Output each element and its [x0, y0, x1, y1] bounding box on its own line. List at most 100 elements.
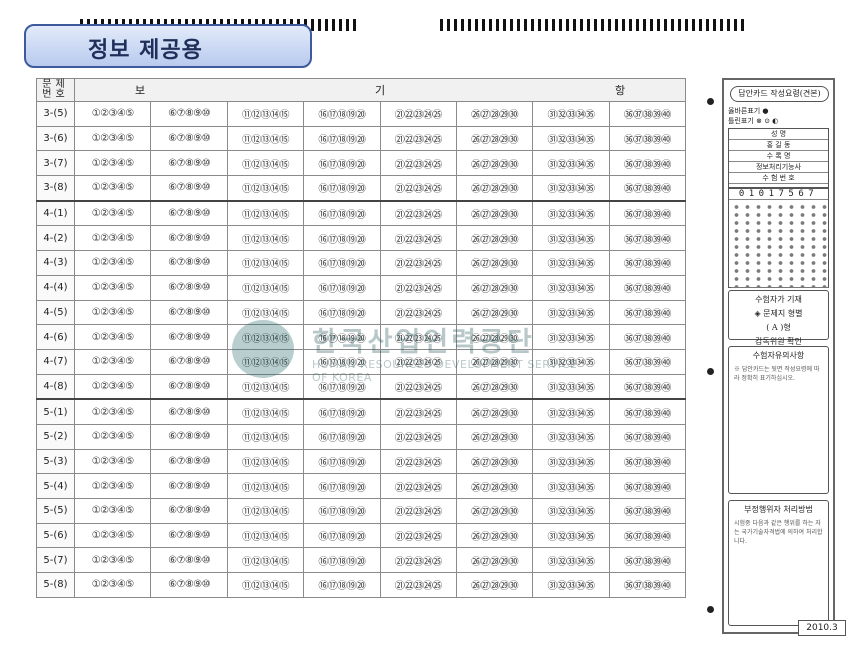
choice-bubbles[interactable]: ㉑㉒㉓㉔㉕ [379, 199, 457, 227]
choice-bubbles[interactable]: ⑯⑰⑱⑲⑳ [303, 547, 381, 574]
choice-bubbles[interactable]: ㉖㉗㉘㉙㉚ [455, 572, 534, 598]
choice-bubbles[interactable]: ㉑㉒㉓㉔㉕ [379, 299, 457, 326]
choice-bubbles[interactable]: ㊱㊲㊳㊴㊵ [608, 299, 687, 326]
choice-bubbles[interactable]: ㉖㉗㉘㉙㉚ [455, 199, 534, 227]
choice-bubbles[interactable]: ⑥⑦⑧⑨⑩ [150, 150, 228, 177]
choice-bubbles[interactable]: ㉑㉒㉓㉔㉕ [379, 250, 457, 276]
choice-bubbles[interactable]: ㉑㉒㉓㉔㉕ [379, 498, 457, 524]
choice-bubbles[interactable]: ①②③④⑤ [73, 101, 152, 127]
choice-bubbles[interactable]: ⑥⑦⑧⑨⑩ [150, 522, 228, 549]
choice-bubbles[interactable]: ①②③④⑤ [73, 522, 152, 549]
choice-bubbles[interactable]: ⑪⑫⑬⑭⑮ [226, 150, 305, 177]
choice-bubbles[interactable]: ⑥⑦⑧⑨⑩ [150, 423, 228, 450]
choice-bubbles[interactable]: ㉛㉜㉝㉞㉟ [532, 498, 610, 524]
choice-bubbles[interactable]: ①②③④⑤ [73, 199, 152, 227]
choice-bubbles[interactable]: ⑥⑦⑧⑨⑩ [150, 324, 228, 350]
choice-bubbles[interactable]: ㉑㉒㉓㉔㉕ [379, 373, 457, 400]
choice-bubbles[interactable]: ㉖㉗㉘㉙㉚ [455, 373, 534, 400]
choice-bubbles[interactable]: ⑥⑦⑧⑨⑩ [150, 498, 228, 524]
choice-bubbles[interactable]: ⑥⑦⑧⑨⑩ [150, 225, 228, 252]
choice-bubbles[interactable]: ㉖㉗㉘㉙㉚ [455, 299, 534, 326]
choice-bubbles[interactable]: ㊱㊲㊳㊴㊵ [608, 150, 687, 177]
choice-bubbles[interactable]: ㉖㉗㉘㉙㉚ [455, 473, 534, 499]
choice-bubbles[interactable]: ㉛㉜㉝㉞㉟ [532, 547, 610, 574]
choice-bubbles[interactable]: ㉑㉒㉓㉔㉕ [379, 398, 457, 425]
choice-bubbles[interactable]: ㊱㊲㊳㊴㊵ [608, 498, 687, 524]
choice-bubbles[interactable]: ①②③④⑤ [73, 125, 152, 152]
choice-bubbles[interactable]: ⑪⑫⑬⑭⑮ [226, 250, 305, 276]
choice-bubbles[interactable]: ㉖㉗㉘㉙㉚ [455, 250, 534, 276]
choice-bubbles[interactable]: ㉛㉜㉝㉞㉟ [532, 199, 610, 227]
choice-bubbles[interactable]: ⑥⑦⑧⑨⑩ [150, 348, 228, 375]
choice-bubbles[interactable]: ①②③④⑤ [73, 250, 152, 276]
choice-bubbles[interactable]: ㉛㉜㉝㉞㉟ [532, 101, 610, 127]
choice-bubbles[interactable]: ㊱㊲㊳㊴㊵ [608, 423, 687, 450]
choice-bubbles[interactable]: ⑯⑰⑱⑲⑳ [303, 150, 381, 177]
choice-bubbles[interactable]: ⑥⑦⑧⑨⑩ [150, 101, 228, 127]
choice-bubbles[interactable]: ⑪⑫⑬⑭⑮ [226, 473, 305, 499]
choice-bubbles[interactable]: ⑪⑫⑬⑭⑮ [226, 423, 305, 450]
choice-bubbles[interactable]: ㉖㉗㉘㉙㉚ [455, 101, 534, 127]
choice-bubbles[interactable]: ⑯⑰⑱⑲⑳ [303, 448, 381, 475]
choice-bubbles[interactable]: ㊱㊲㊳㊴㊵ [608, 274, 687, 301]
choice-bubbles[interactable]: ㉑㉒㉓㉔㉕ [379, 348, 457, 375]
choice-bubbles[interactable]: ⑪⑫⑬⑭⑮ [226, 398, 305, 425]
choice-bubbles[interactable]: ⑪⑫⑬⑭⑮ [226, 498, 305, 524]
choice-bubbles[interactable]: ㉛㉜㉝㉞㉟ [532, 373, 610, 400]
choice-bubbles[interactable]: ㉑㉒㉓㉔㉕ [379, 125, 457, 152]
choice-bubbles[interactable]: ㊱㊲㊳㊴㊵ [608, 199, 687, 227]
choice-bubbles[interactable]: ㉛㉜㉝㉞㉟ [532, 150, 610, 177]
choice-bubbles[interactable]: ㉖㉗㉘㉙㉚ [455, 125, 534, 152]
choice-bubbles[interactable]: ㉛㉜㉝㉞㉟ [532, 225, 610, 252]
choice-bubbles[interactable]: ⑥⑦⑧⑨⑩ [150, 199, 228, 227]
choice-bubbles[interactable]: ㉖㉗㉘㉙㉚ [455, 423, 534, 450]
choice-bubbles[interactable]: ①②③④⑤ [73, 348, 152, 375]
choice-bubbles[interactable]: ㉑㉒㉓㉔㉕ [379, 175, 457, 202]
choice-bubbles[interactable]: ⑯⑰⑱⑲⑳ [303, 101, 381, 127]
choice-bubbles[interactable]: ⑪⑫⑬⑭⑮ [226, 225, 305, 252]
choice-bubbles[interactable]: ⑯⑰⑱⑲⑳ [303, 373, 381, 400]
choice-bubbles[interactable]: ①②③④⑤ [73, 448, 152, 475]
choice-bubbles[interactable]: ①②③④⑤ [73, 572, 152, 598]
choice-bubbles[interactable]: ㉛㉜㉝㉞㉟ [532, 125, 610, 152]
choice-bubbles[interactable]: ㉛㉜㉝㉞㉟ [532, 448, 610, 475]
choice-bubbles[interactable]: ⑪⑫⑬⑭⑮ [226, 299, 305, 326]
choice-bubbles[interactable]: ⑪⑫⑬⑭⑮ [226, 522, 305, 549]
choice-bubbles[interactable]: ⑥⑦⑧⑨⑩ [150, 175, 228, 202]
choice-bubbles[interactable]: ㉛㉜㉝㉞㉟ [532, 250, 610, 276]
choice-bubbles[interactable]: ㉖㉗㉘㉙㉚ [455, 274, 534, 301]
choice-bubbles[interactable]: ㉑㉒㉓㉔㉕ [379, 101, 457, 127]
choice-bubbles[interactable]: ⑯⑰⑱⑲⑳ [303, 572, 381, 598]
choice-bubbles[interactable]: ①②③④⑤ [73, 299, 152, 326]
choice-bubbles[interactable]: ㉛㉜㉝㉞㉟ [532, 423, 610, 450]
choice-bubbles[interactable]: ⑥⑦⑧⑨⑩ [150, 448, 228, 475]
choice-bubbles[interactable]: ⑯⑰⑱⑲⑳ [303, 299, 381, 326]
choice-bubbles[interactable]: ㉑㉒㉓㉔㉕ [379, 448, 457, 475]
choice-bubbles[interactable]: ㊱㊲㊳㊴㊵ [608, 225, 687, 252]
choice-bubbles[interactable]: ⑥⑦⑧⑨⑩ [150, 125, 228, 152]
choice-bubbles[interactable]: ⑥⑦⑧⑨⑩ [150, 274, 228, 301]
choice-bubbles[interactable]: ⑪⑫⑬⑭⑮ [226, 547, 305, 574]
choice-bubbles[interactable]: ①②③④⑤ [73, 150, 152, 177]
choice-bubbles[interactable]: ㉛㉜㉝㉞㉟ [532, 522, 610, 549]
choice-bubbles[interactable]: ⑯⑰⑱⑲⑳ [303, 498, 381, 524]
choice-bubbles[interactable]: ⑯⑰⑱⑲⑳ [303, 250, 381, 276]
choice-bubbles[interactable]: ㊱㊲㊳㊴㊵ [608, 373, 687, 400]
choice-bubbles[interactable]: ①②③④⑤ [73, 225, 152, 252]
choice-bubbles[interactable]: ⑥⑦⑧⑨⑩ [150, 547, 228, 574]
choice-bubbles[interactable]: ㉖㉗㉘㉙㉚ [455, 324, 534, 350]
choice-bubbles[interactable]: ㊱㊲㊳㊴㊵ [608, 448, 687, 475]
choice-bubbles[interactable]: ⑪⑫⑬⑭⑮ [226, 175, 305, 202]
choice-bubbles[interactable]: ⑪⑫⑬⑭⑮ [226, 572, 305, 598]
choice-bubbles[interactable]: ㉑㉒㉓㉔㉕ [379, 547, 457, 574]
choice-bubbles[interactable]: ㉛㉜㉝㉞㉟ [532, 398, 610, 425]
choice-bubbles[interactable]: ⑥⑦⑧⑨⑩ [150, 299, 228, 326]
choice-bubbles[interactable]: ①②③④⑤ [73, 398, 152, 425]
choice-bubbles[interactable]: ①②③④⑤ [73, 473, 152, 499]
choice-bubbles[interactable]: ㉛㉜㉝㉞㉟ [532, 473, 610, 499]
choice-bubbles[interactable]: ㉖㉗㉘㉙㉚ [455, 225, 534, 252]
choice-bubbles[interactable]: ㉛㉜㉝㉞㉟ [532, 175, 610, 202]
choice-bubbles[interactable]: ⑥⑦⑧⑨⑩ [150, 373, 228, 400]
choice-bubbles[interactable]: ⑥⑦⑧⑨⑩ [150, 473, 228, 499]
choice-bubbles[interactable]: ㊱㊲㊳㊴㊵ [608, 398, 687, 425]
